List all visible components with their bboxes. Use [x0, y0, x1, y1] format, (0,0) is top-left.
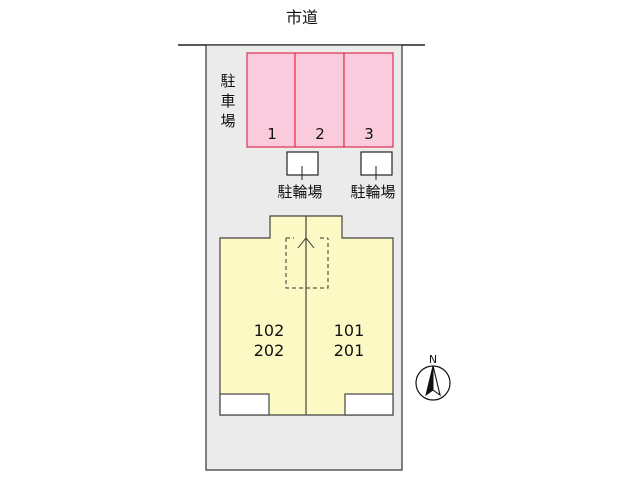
balcony-right	[344, 393, 394, 416]
parking-space-1	[246, 52, 296, 148]
parking-label-char-1: 駐	[220, 72, 235, 90]
entrance-dashed-outline	[285, 238, 329, 289]
unit-left-number-upper: 102	[254, 321, 285, 340]
bike-parking-left: 駐輪場	[277, 151, 323, 201]
entrance-door-mark-right	[305, 237, 315, 249]
road-label: 市道	[286, 8, 318, 27]
unit-left-number-lower: 202	[254, 341, 285, 360]
entrance-door-mark-left	[297, 237, 307, 249]
balcony-left	[219, 393, 270, 416]
compass-north-label: N	[429, 353, 437, 366]
parking-label-char-3: 場	[220, 112, 235, 130]
parking-space-3	[343, 52, 394, 148]
parking-area: 1 2 3	[246, 52, 394, 148]
compass-arrow-half	[432, 365, 441, 397]
parking-space-3-number: 3	[364, 125, 374, 143]
parking-space-2	[294, 52, 345, 148]
bike-parking-label: 駐輪場	[350, 183, 395, 201]
bike-parking-right: 駐輪場	[350, 151, 396, 201]
building: 102 202 101 201	[219, 215, 394, 416]
parking-label-char-2: 車	[220, 92, 235, 110]
parking-space-1-number: 1	[267, 125, 277, 143]
unit-right-number-lower: 201	[334, 341, 365, 360]
unit-right-number-upper: 101	[334, 321, 365, 340]
bike-parking-label: 駐輪場	[277, 183, 322, 201]
north-compass-icon: N	[415, 353, 451, 401]
parking-space-2-number: 2	[315, 125, 325, 143]
